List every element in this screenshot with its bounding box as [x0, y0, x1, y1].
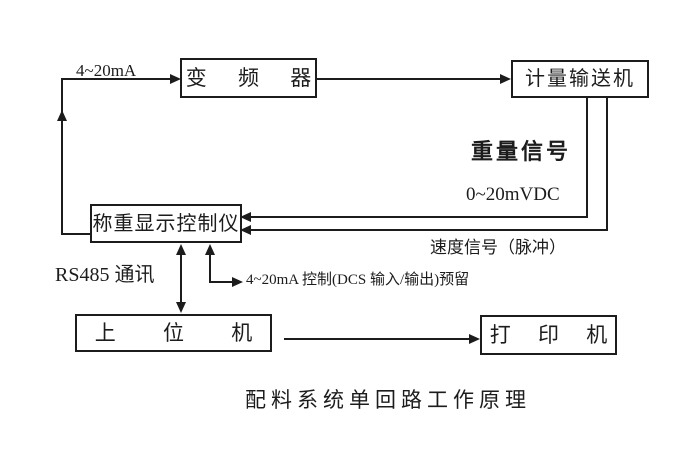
line-feedback-horizontal-top: [62, 78, 171, 80]
printer-box: 打 印 机: [480, 315, 617, 355]
arrowhead-feedback-up-icon: [57, 110, 67, 121]
line-speed-vertical: [606, 97, 608, 230]
line-weight-vertical: [586, 97, 588, 218]
line-inverter-to-conveyor: [317, 78, 501, 80]
line-host-to-printer: [284, 338, 470, 340]
rs485-label: RS485 通讯: [55, 264, 155, 286]
line-weight-horizontal: [251, 216, 588, 218]
weight-signal-label: 重量信号: [471, 139, 572, 164]
line-dcs-vertical: [209, 253, 211, 283]
arrowhead-into-conveyor-icon: [500, 74, 511, 84]
arrowhead-into-printer-icon: [469, 334, 480, 344]
arrowhead-speed-into-controller-icon: [240, 225, 251, 235]
weight-range-label: 0~20mVDC: [466, 184, 560, 205]
line-rs485-vertical: [180, 253, 182, 304]
line-feedback-vertical: [61, 78, 63, 235]
line-feedback-horizontal-bottom: [61, 233, 90, 235]
current-loop-label: 4~20mA: [76, 61, 137, 80]
speed-signal-label: 速度信号（脉冲）: [430, 238, 566, 257]
line-dcs-horizontal: [209, 281, 233, 283]
dcs-reserved-label: 4~20mA 控制(DCS 输入/输出)预留: [246, 272, 470, 288]
arrowhead-dcs-right-icon: [232, 277, 243, 287]
inverter-box: 变 频 器: [180, 58, 317, 98]
line-speed-horizontal: [251, 229, 608, 231]
arrowhead-rs485-up-icon: [176, 244, 186, 255]
controller-box: 称重显示控制仪: [90, 204, 242, 243]
conveyor-box: 计量输送机: [511, 60, 649, 98]
arrowhead-rs485-down-icon: [176, 302, 186, 313]
host-computer-box: 上 位 机: [75, 314, 272, 352]
arrowhead-weight-into-controller-icon: [240, 212, 251, 222]
diagram-caption: 配料系统单回路工作原理: [245, 388, 531, 412]
arrowhead-dcs-up-icon: [205, 244, 215, 255]
arrowhead-into-inverter-icon: [170, 74, 181, 84]
